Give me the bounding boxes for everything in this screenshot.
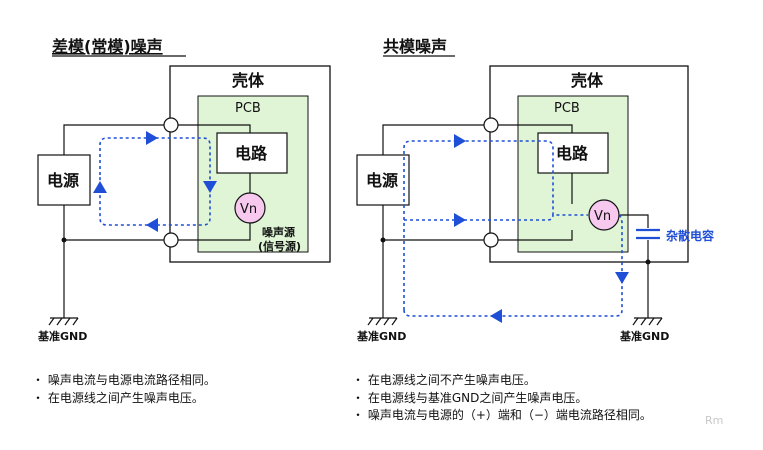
dm-note-2: ・ 在电源线之间产生噪声电压。 [32,391,204,405]
cm-note-3: ・ 噪声电流与电源的（+）端和（−）端电流路径相同。 [352,407,652,422]
cm-ground-symbol-right [632,317,663,326]
dm-terminal-bottom [163,232,179,248]
cm-ground-label-right: 基准GND [619,329,669,343]
differential-mode-panel: 差模(常模)噪声 壳体 PCB 电路 电源 Vn 噪声源 (信号 [32,37,331,405]
cm-chassis-label: 壳体 [570,71,604,90]
dm-circuit-label: 电路 [235,144,268,163]
cm-circuit-box [537,132,609,174]
cm-pcb-label: PCB [554,101,580,116]
cm-stray-capacitor [636,228,660,240]
dm-note-1: ・ 噪声电流与电源电流路径相同。 [32,372,216,387]
cm-power-label: 电源 [366,171,398,190]
dm-arrow-right [146,131,158,145]
dm-noise-source-label: 噪声源 [262,225,295,239]
cm-vn-source [588,199,620,231]
cm-title: 共模噪声 [383,37,447,56]
cm-arrow-middle [454,213,466,227]
dm-vn-source [234,192,266,224]
dm-circuit-box [216,132,288,174]
cm-circuit-label: 电路 [556,144,589,163]
cm-ground-symbol-left [367,317,398,326]
cm-vn-label: Vn [594,209,611,224]
cm-note-1: ・ 在电源线之间不产生噪声电压。 [352,373,536,387]
cm-terminal-bottom [483,232,499,248]
dm-arrow-down [203,181,217,193]
cm-power-box [356,154,410,206]
dm-vn-label: Vn [240,202,257,217]
cm-wires [382,124,649,318]
dm-ground-label: 基准GND [37,329,87,343]
dm-arrow-up [93,181,107,193]
cm-terminal-top [483,117,499,133]
dm-pcb [197,95,309,253]
common-mode-panel: 共模噪声 壳体 PCB 电路 电源 杂 [352,37,723,427]
cm-stray-cap-label: 杂散电容 [666,228,714,243]
dm-pcb-label: PCB [235,101,261,116]
cm-noise-paths [403,140,623,317]
cm-note-2: ・ 在电源线与基准GND之间产生噪声电压。 [352,391,587,405]
watermark: Rm [705,414,723,427]
dm-ground-symbol [48,317,79,326]
cm-arrow-down [615,272,629,284]
dm-noise-loop [99,137,211,226]
cm-arrow-return [490,309,502,323]
dm-noise-source-sub: (信号源) [258,239,301,253]
dm-terminal-top [163,117,179,133]
dm-wires [63,124,251,318]
dm-chassis-label: 壳体 [231,71,265,90]
dm-power-label: 电源 [47,171,79,190]
dm-arrow-left [146,218,158,232]
cm-ground-label-left: 基准GND [356,329,406,343]
cm-arrow-top [454,134,466,148]
dm-title: 差模(常模)噪声 [52,37,163,56]
